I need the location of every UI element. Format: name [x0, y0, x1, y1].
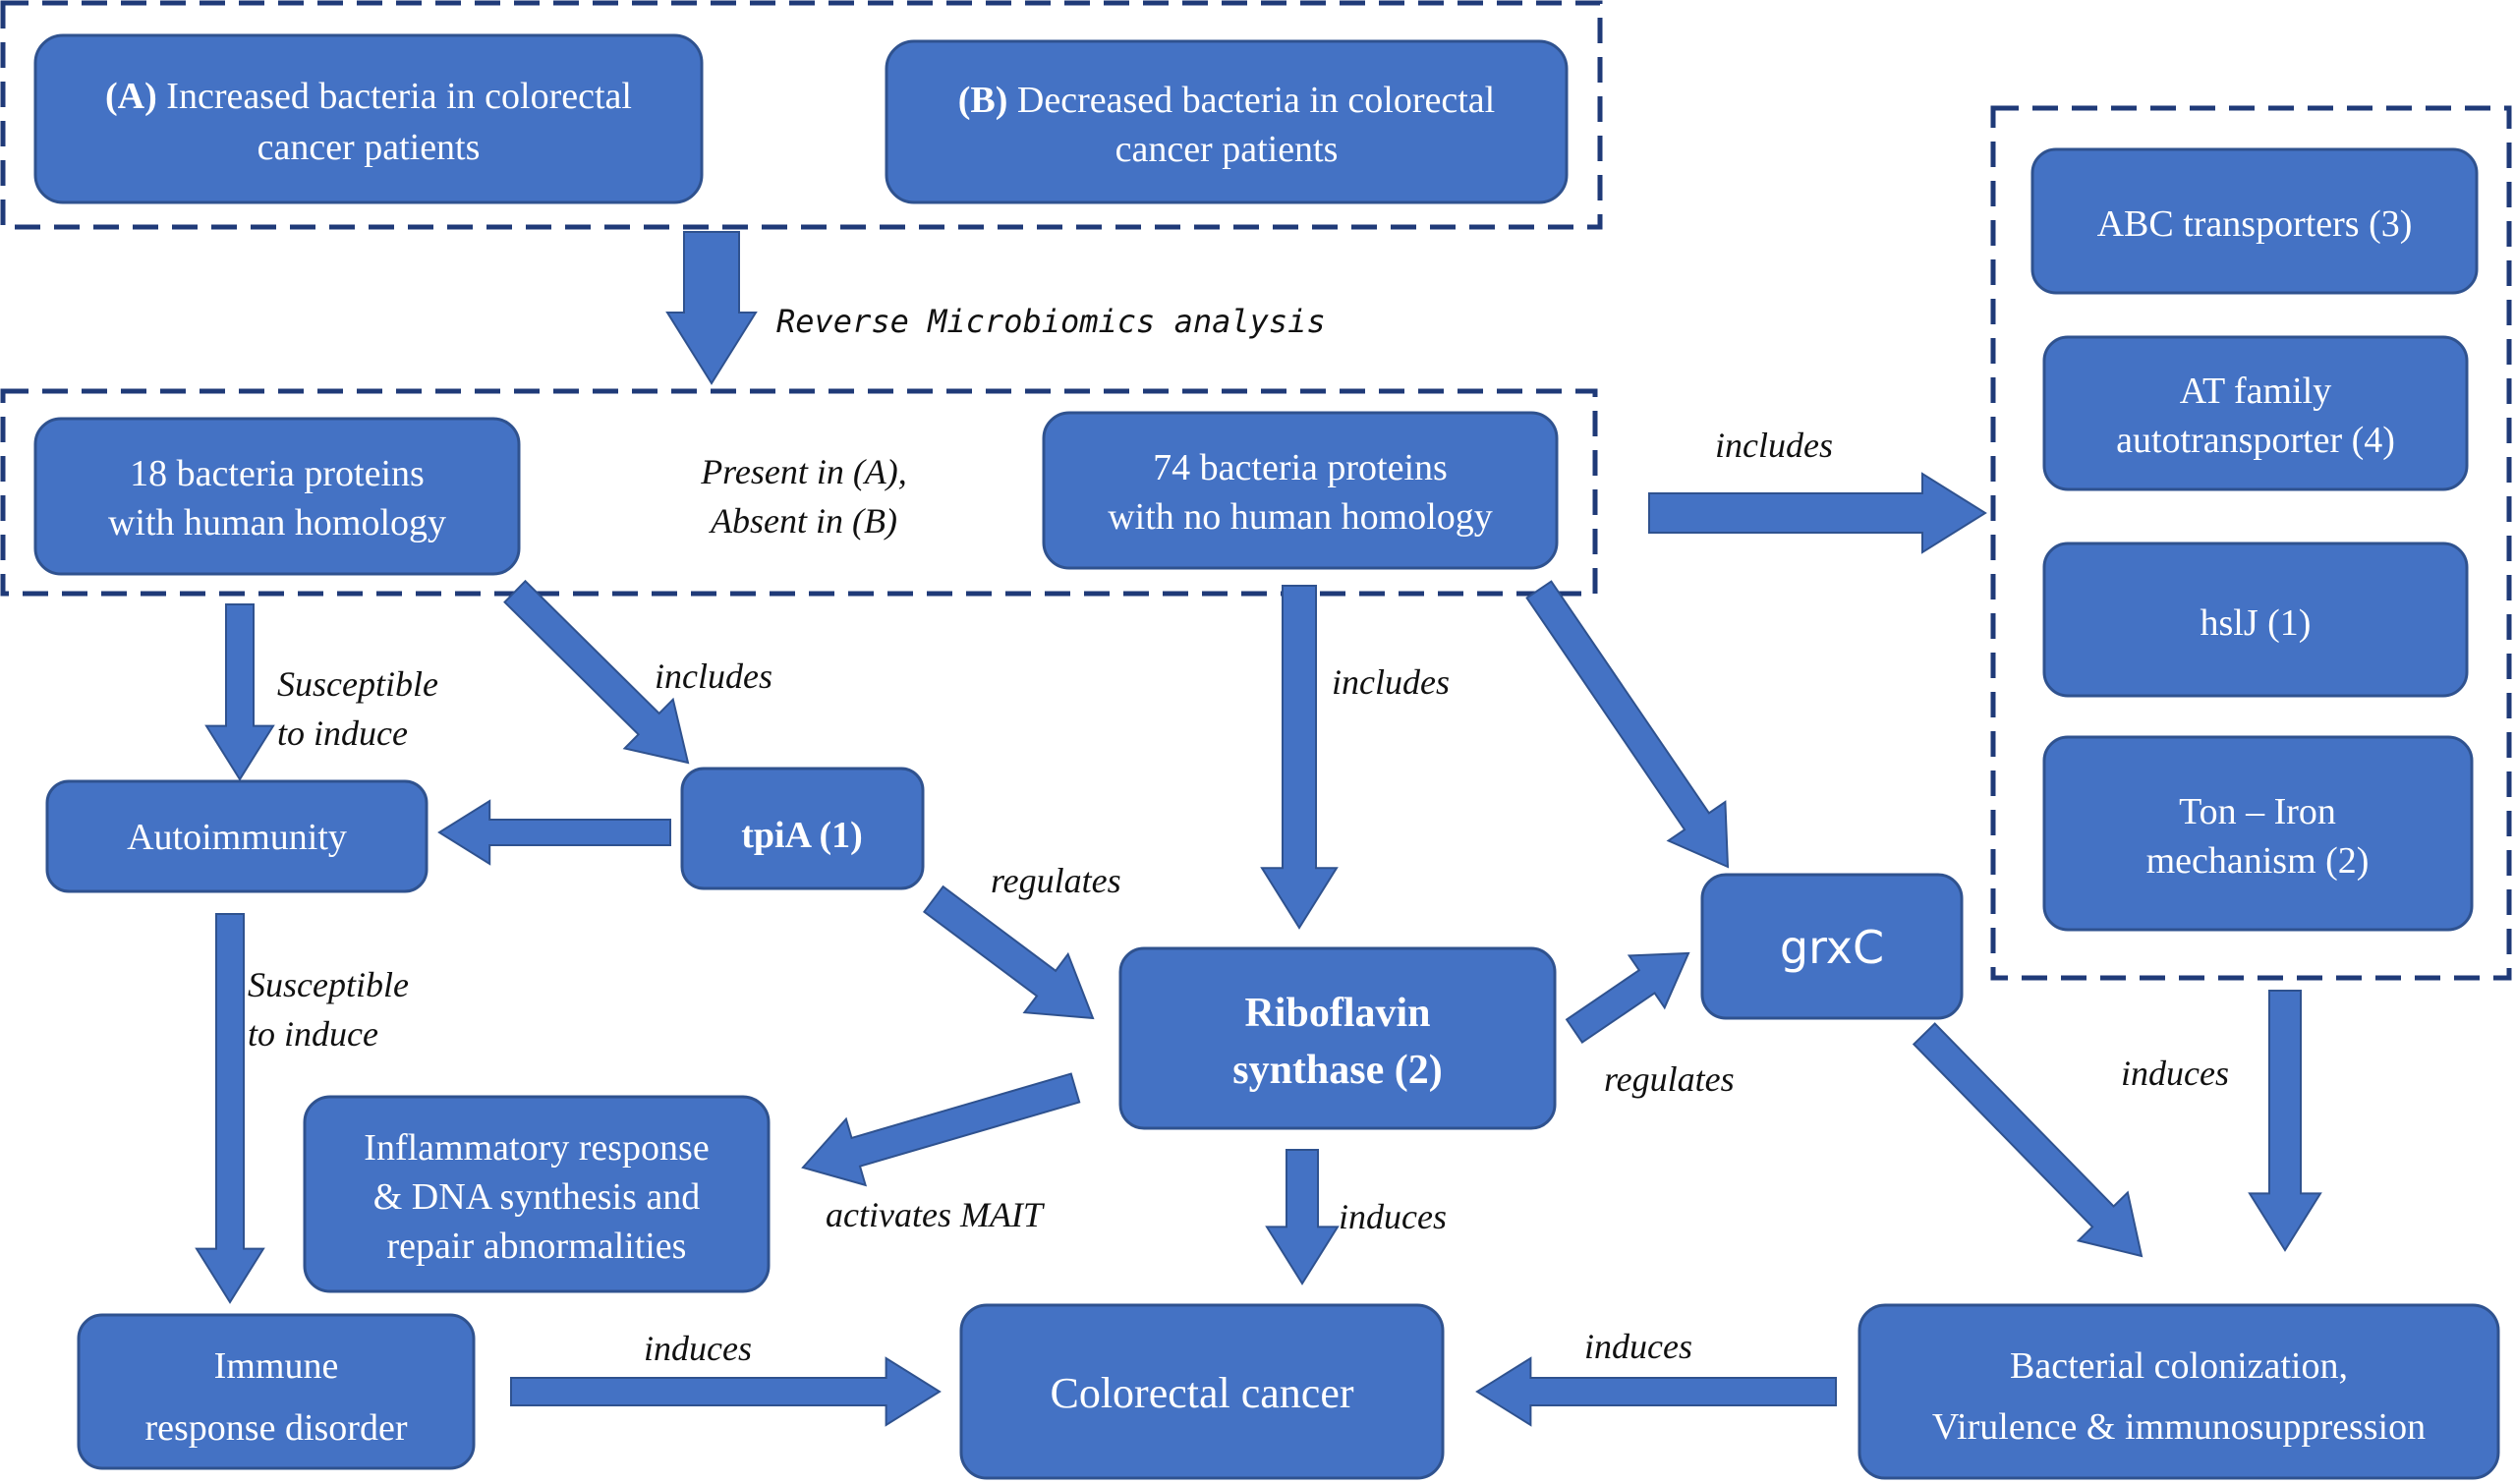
node-abc-transporters: ABC transporters (3) [2030, 147, 2479, 295]
label-susceptible2-line2: to induce [248, 1014, 378, 1054]
label-regulates-grxc: regulates [1604, 1059, 1735, 1099]
abc-line1: ABC transporters (3) [2097, 203, 2413, 245]
group-middle-frame [0, 388, 1598, 597]
arrow-colonization-to-colorectal [1475, 1356, 1837, 1427]
colonization-line1: Bacterial colonization, [2010, 1345, 2348, 1387]
arrow-riboflavin-to-colorectal [1265, 1149, 1340, 1285]
node-bacterial-colonization: Bacterial colonization, Virulence & immu… [1858, 1303, 2500, 1480]
arrow-riboflavin-to-grxc [1565, 951, 1690, 1044]
arrow-tpia-to-autoimmunity [437, 799, 671, 866]
label-includes-right: includes [1715, 426, 1833, 465]
inflammatory-line2: & DNA synthesis and [373, 1176, 701, 1218]
decreased-line2: cancer patients [1115, 129, 1339, 170]
at-family-line1: AT family [2180, 371, 2331, 412]
label-induces-riboflavin: induces [1339, 1197, 1447, 1236]
hslj-line1: hslJ (1) [2201, 602, 2312, 644]
arrow-to-riboflavin-down [1260, 585, 1339, 930]
node-no-human-homology: 74 bacteria proteins with no human homol… [1042, 411, 1559, 570]
at-family-line2: autotransporter (4) [2116, 420, 2395, 461]
arrow-autoimmunity-to-immune [195, 913, 265, 1304]
decreased-line1: Decreased bacteria in colorectal [1017, 80, 1495, 121]
decreased-prefix: (B) [958, 80, 1008, 121]
arrow-grxc-to-colonization [1912, 1022, 2143, 1258]
tpia-line1: tpiA (1) [741, 815, 863, 856]
node-colorectal-cancer: Colorectal cancer [959, 1303, 1445, 1480]
human-homology-line1: 18 bacteria proteins [130, 453, 425, 494]
arrow-to-tpia [503, 579, 690, 765]
arrow-reverse-analysis [665, 231, 758, 385]
arrow-tpia-to-riboflavin [922, 885, 1095, 1020]
immune-line2: response disorder [145, 1407, 408, 1449]
label-present-line2: Absent in (B) [709, 501, 897, 541]
label-reverse-microbiomics: Reverse Microbiomics analysis [776, 303, 1326, 340]
label-induces-colonization: induces [1584, 1327, 1692, 1366]
no-human-homology-line1: 74 bacteria proteins [1153, 447, 1448, 488]
ton-iron-line2: mechanism (2) [2146, 840, 2370, 882]
node-riboflavin-synthase: Riboflavin synthase (2) [1118, 946, 1557, 1130]
label-susceptible2-line1: Susceptible [248, 965, 409, 1004]
arrows [195, 231, 2322, 1427]
increased-line1: Increased bacteria in colorectal [166, 76, 632, 117]
arrow-to-grxc [1525, 580, 1730, 869]
label-present-line1: Present in (A), [700, 452, 907, 491]
node-decreased-bacteria: (B) Decreased bacteria in colorectal can… [885, 39, 1569, 204]
colorectal-line1: Colorectal cancer [1050, 1369, 1353, 1417]
node-grxc: grxC [1700, 873, 1964, 1020]
group-right-frame [1990, 105, 2512, 981]
arrow-immune-to-colorectal [510, 1356, 942, 1427]
colonization-line2: Virulence & immunosuppression [1932, 1406, 2426, 1448]
grxc-line1: grxC [1780, 921, 1884, 974]
arrow-to-right-group [1648, 472, 1987, 554]
svg-text:(A) Increased bacteria in colo: (A) Increased bacteria in colorectal [105, 76, 632, 117]
increased-line2: cancer patients [257, 127, 481, 168]
label-includes-riboflavin: includes [1332, 662, 1450, 702]
node-increased-bacteria: (A) Increased bacteria in colorectal can… [33, 33, 704, 204]
label-regulates-riboflavin: regulates [991, 861, 1121, 900]
label-activates-mait: activates MAIT [826, 1195, 1046, 1234]
node-ton-iron: Ton – Iron mechanism (2) [2042, 735, 2474, 932]
node-autoimmunity: Autoimmunity [45, 779, 429, 893]
increased-prefix: (A) [105, 76, 157, 117]
immune-line1: Immune [214, 1345, 339, 1387]
arrow-right-group-to-colonization [2248, 990, 2322, 1252]
human-homology-line2: with human homology [108, 502, 446, 543]
node-hslj: hslJ (1) [2042, 542, 2469, 698]
riboflavin-line2: synthase (2) [1232, 1048, 1443, 1093]
svg-text:(B) Decreased bacteria in colo: (B) Decreased bacteria in colorectal [958, 80, 1495, 121]
label-induces-immune: induces [644, 1329, 752, 1368]
autoimmunity-line1: Autoimmunity [127, 817, 347, 858]
arrow-riboflavin-to-inflammatory [801, 1072, 1081, 1187]
label-induces-right: induces [2121, 1054, 2229, 1093]
label-susceptible1-line2: to induce [277, 713, 408, 753]
node-human-homology: 18 bacteria proteins with human homology [33, 417, 521, 576]
node-inflammatory-response: Inflammatory response & DNA synthesis an… [303, 1095, 771, 1293]
inflammatory-line3: repair abnormalities [387, 1226, 687, 1267]
inflammatory-line1: Inflammatory response [364, 1127, 709, 1169]
riboflavin-line1: Riboflavin [1244, 991, 1430, 1036]
label-susceptible1-line1: Susceptible [277, 664, 438, 704]
arrow-to-autoimmunity [204, 603, 275, 781]
node-at-family: AT family autotransporter (4) [2042, 335, 2469, 491]
node-tpia: tpiA (1) [680, 767, 925, 890]
ton-iron-line1: Ton – Iron [2179, 791, 2336, 832]
no-human-homology-line2: with no human homology [1108, 496, 1493, 538]
node-immune-response-disorder: Immune response disorder [77, 1313, 476, 1470]
label-includes-tpia: includes [655, 656, 772, 696]
group-top-frame [0, 0, 1603, 230]
